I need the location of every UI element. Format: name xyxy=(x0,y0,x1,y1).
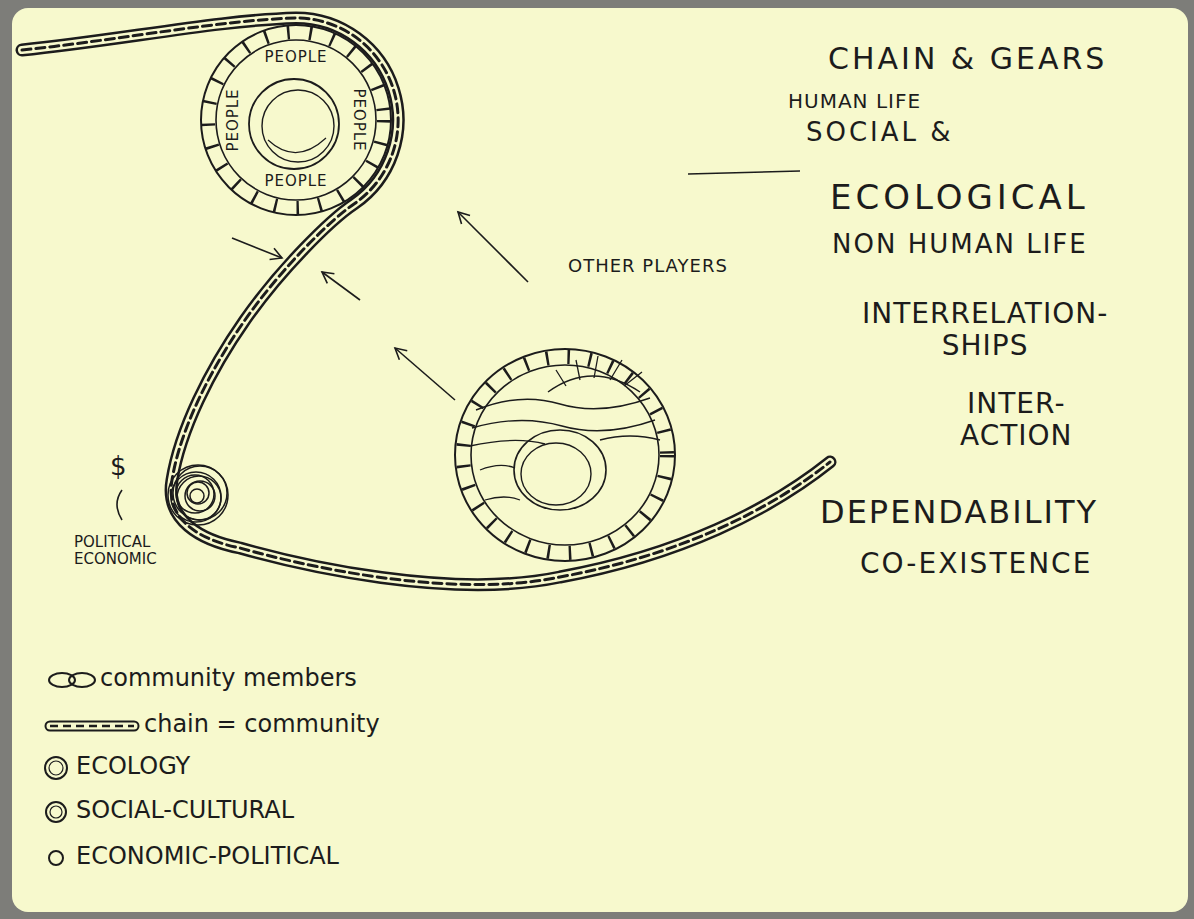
note: NON HUMAN LIFE xyxy=(832,230,1088,260)
chain xyxy=(22,18,830,585)
link-sample xyxy=(69,673,95,687)
arrow xyxy=(232,238,282,258)
economic-sample xyxy=(49,851,63,865)
note: INTERRELATION- SHIPS xyxy=(862,298,1108,362)
sun-rays xyxy=(556,356,642,386)
chain-inner xyxy=(22,18,830,585)
other-players-arrows xyxy=(232,212,528,400)
water-line xyxy=(470,440,545,446)
gear-rim xyxy=(455,349,675,561)
legend-text: SOCIAL-CULTURAL xyxy=(76,797,294,825)
gear-inner-rim xyxy=(471,365,659,545)
note: INTER- ACTION xyxy=(960,388,1073,452)
gear-hole-shade xyxy=(268,138,326,153)
gear-hole-inner xyxy=(262,90,334,162)
chain-sample-links xyxy=(50,725,134,728)
legend-text: ECONOMIC-POLITICAL xyxy=(76,843,339,871)
scribbled-gear xyxy=(173,466,227,520)
gear-word: PEOPLE xyxy=(264,173,327,190)
scribbled-gear xyxy=(190,489,204,503)
gear-teeth xyxy=(463,357,667,553)
note: CO-EXISTENCE xyxy=(860,548,1092,580)
water-line xyxy=(480,465,515,470)
gear-word: PEOPLE xyxy=(264,49,327,66)
chain-links xyxy=(22,18,830,585)
arrow xyxy=(322,272,360,300)
legend-text: community members xyxy=(100,665,357,693)
gear-inner-rim xyxy=(216,40,376,200)
note: ECOLOGICAL xyxy=(830,178,1089,217)
paper-sheet xyxy=(12,8,1188,912)
scribbled-gear xyxy=(176,475,214,513)
ecology-gear xyxy=(455,349,675,561)
arrow xyxy=(395,348,455,400)
scribbled-gear xyxy=(185,481,215,511)
leader-stroke xyxy=(117,490,122,520)
people-gear: PEOPLE PEOPLE PEOPLE PEOPLE xyxy=(200,24,392,216)
ecology-sample-inner xyxy=(49,761,63,775)
water-line xyxy=(600,436,660,440)
chain-outline xyxy=(22,18,830,585)
legend-text: chain = community xyxy=(144,711,380,739)
social-sample-inner xyxy=(50,806,62,818)
scribbled-gear xyxy=(187,482,209,504)
gear-hole xyxy=(514,430,606,510)
gear-rim xyxy=(201,25,391,215)
gear-label: POLITICAL ECONOMIC xyxy=(74,534,157,569)
gear-word: PEOPLE xyxy=(349,88,366,151)
heading-note: CHAIN & GEARS xyxy=(828,42,1107,77)
hill-line xyxy=(476,398,650,410)
political-economic-gear: $ POLITICAL ECONOMIC xyxy=(66,440,242,590)
underline xyxy=(688,171,800,174)
arrow xyxy=(458,212,528,282)
chain-sample-inner xyxy=(50,723,134,730)
scribbled-gear xyxy=(171,472,221,522)
note: HUMAN LIFE xyxy=(788,90,921,113)
chain-sample xyxy=(50,721,134,732)
gear-teeth xyxy=(208,32,384,208)
arrow-label: OTHER PLAYERS xyxy=(568,256,728,277)
note: DEPENDABILITY xyxy=(820,494,1098,531)
gear-hole xyxy=(249,79,339,169)
gear-word: PEOPLE xyxy=(225,88,242,151)
currency-symbol: $ xyxy=(110,452,127,482)
gear-hole-inner xyxy=(521,443,591,505)
scribbled-gear xyxy=(168,465,228,525)
scribbled-gear xyxy=(177,476,221,520)
social-sample xyxy=(46,802,66,822)
note: SOCIAL & xyxy=(806,118,954,148)
legend-text: ECOLOGY xyxy=(76,753,190,781)
hill-line xyxy=(472,420,655,431)
ecology-sample xyxy=(45,757,67,779)
water-line xyxy=(485,497,520,500)
